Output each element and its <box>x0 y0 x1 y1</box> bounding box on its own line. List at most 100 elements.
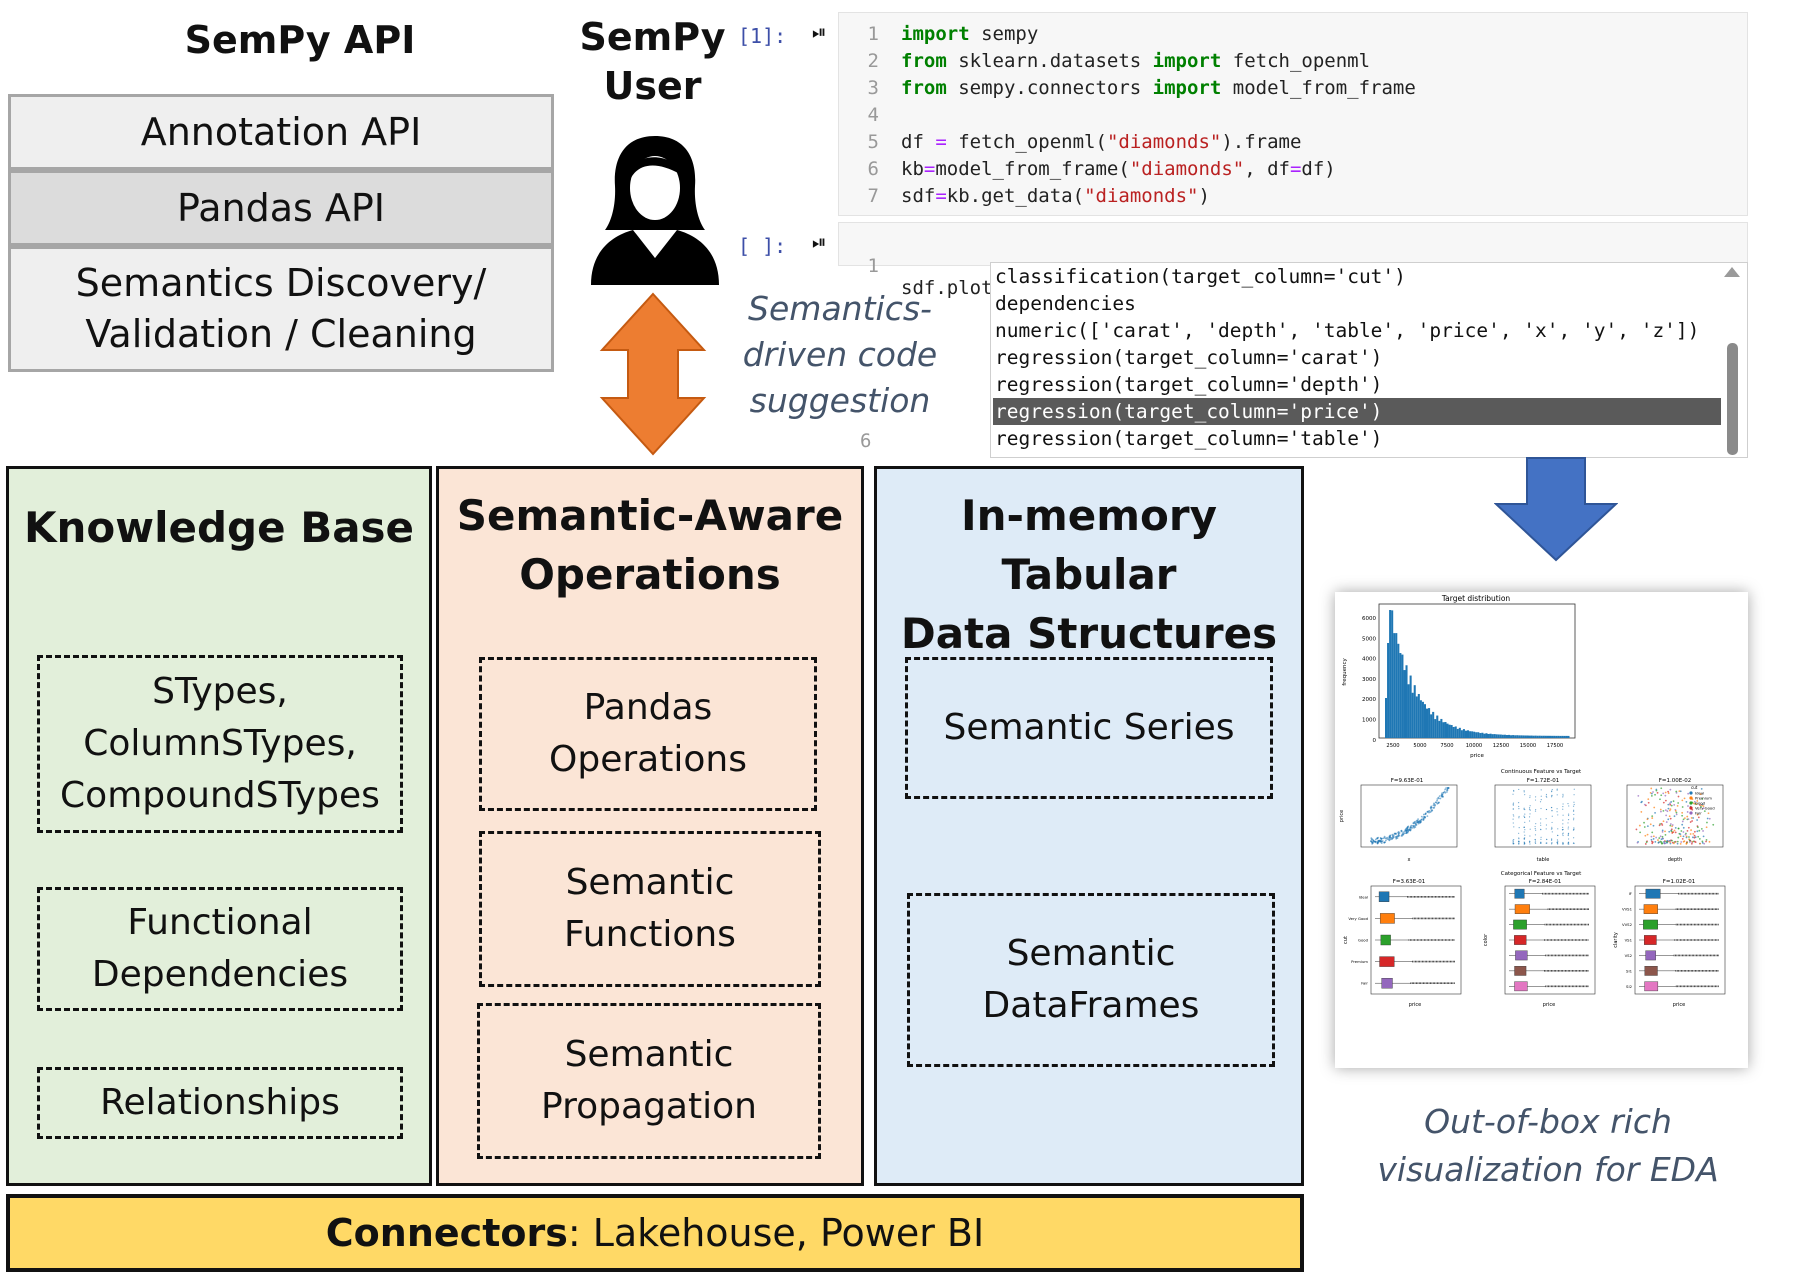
scatter-point <box>1676 840 1679 843</box>
scatter-point <box>1403 830 1406 833</box>
scatter-point <box>1639 831 1642 834</box>
hist-bar <box>1555 735 1558 738</box>
scatter-point <box>1698 829 1701 832</box>
scatter-point <box>1685 842 1688 845</box>
hist-bar <box>1415 696 1418 738</box>
visualization-caption: Out-of-box rich visualization for EDA <box>1318 1098 1778 1194</box>
suggestion-item-selected[interactable]: regression(target_column='price') <box>993 398 1721 425</box>
dropdown-scrollbar[interactable] <box>1727 343 1738 455</box>
scatter-point <box>1551 826 1553 828</box>
scatter-point <box>1546 838 1548 841</box>
hist-bar <box>1530 735 1533 738</box>
suggestion-item[interactable]: regression(target_column='carat') <box>995 346 1383 369</box>
scatter-point <box>1562 832 1564 834</box>
suggestion-item[interactable]: regression(target_column='table') <box>995 427 1383 450</box>
scatter-point <box>1693 834 1696 837</box>
scatter-point <box>1672 800 1675 803</box>
scatter-point <box>1669 839 1672 842</box>
scatter-point <box>1686 815 1689 818</box>
scatter-point <box>1386 836 1389 839</box>
scatter-point <box>1432 807 1435 809</box>
scatter-point <box>1550 839 1553 841</box>
hist-bar <box>1567 735 1570 738</box>
semantic-propagation-box: Semantic Propagation <box>477 1003 821 1159</box>
cell2-code[interactable]: sdf.plot. <box>901 277 1004 299</box>
scatter-point <box>1659 840 1662 843</box>
scatter-point <box>1551 815 1553 817</box>
code-suggestion-caption-line1: Semantics- <box>748 289 932 328</box>
scatter-point <box>1643 803 1646 806</box>
cat-y1: cut <box>1343 936 1349 944</box>
scatter-point <box>1436 798 1439 800</box>
scatter-point <box>1671 841 1674 844</box>
legend-label: Fair <box>1695 811 1702 816</box>
scatter-point <box>1567 826 1570 828</box>
scatter-point <box>1649 823 1652 826</box>
visualization-caption-line1: Out-of-box rich <box>1424 1102 1672 1141</box>
pandas-api-box: Pandas API <box>8 170 554 246</box>
fd-line2: Dependencies <box>91 954 349 995</box>
knowledge-base-title: Knowledge Base <box>23 503 415 552</box>
scatter-point <box>1651 831 1654 834</box>
scatter-point <box>1665 814 1668 817</box>
scatter-point <box>1540 818 1542 820</box>
legend-marker <box>1689 806 1693 810</box>
scatter-point <box>1380 838 1383 840</box>
hist-bar <box>1508 734 1511 738</box>
scatter-point <box>1523 808 1525 810</box>
suggestion-item[interactable]: regression(target_column='depth') <box>995 373 1383 396</box>
code-cell-2[interactable]: 1 sdf.plot. <box>838 222 1748 299</box>
scatter-point <box>1670 830 1673 833</box>
scatter-point <box>1662 801 1665 804</box>
scatter-point <box>1562 841 1564 844</box>
scatter-point <box>1573 794 1575 796</box>
scatter-point <box>1561 829 1564 831</box>
scatter-point <box>1562 796 1564 798</box>
scatter-point <box>1645 841 1648 844</box>
scatter-point <box>1524 813 1526 815</box>
run-cell2-icon[interactable]: ⏯ <box>812 232 827 253</box>
suggestion-item[interactable]: dependencies <box>995 292 1136 315</box>
scatter-point <box>1395 836 1398 838</box>
hist-ylabel: frequency <box>1342 657 1348 685</box>
scatter-point <box>1687 826 1690 829</box>
scatter-point <box>1664 809 1667 812</box>
suggestion-item[interactable]: classification(target_column='cut') <box>995 265 1406 288</box>
legend-marker <box>1689 811 1693 815</box>
scatter-plot-3 <box>1635 787 1715 845</box>
scatter-point <box>1557 840 1559 842</box>
scatter-point <box>1636 841 1639 844</box>
box <box>1379 956 1395 967</box>
scatter-point <box>1535 823 1537 825</box>
scatter-point <box>1556 794 1558 796</box>
scatter-point <box>1551 810 1553 812</box>
scroll-up-arrow-icon[interactable] <box>1724 267 1740 277</box>
code-suggestion-dropdown[interactable]: classification(target_column='cut') depe… <box>990 262 1748 458</box>
scatter-point <box>1557 842 1559 844</box>
hist-bar <box>1448 724 1451 738</box>
hist-bars <box>1385 610 1570 738</box>
scatter-point <box>1670 801 1673 803</box>
hist-bar <box>1387 643 1390 738</box>
scatter-point <box>1573 801 1575 803</box>
scatter-point <box>1681 837 1684 840</box>
scatter-point <box>1518 827 1520 829</box>
run-cell1-icon[interactable]: ⏯ <box>812 22 827 43</box>
suggestion-item[interactable]: numeric(['carat', 'depth', 'table', 'pri… <box>995 319 1700 342</box>
semantic-dataframes-line1: Semantic <box>1006 932 1176 974</box>
cat-xlabel-2: price <box>1543 1002 1555 1008</box>
hist-bar <box>1452 726 1455 738</box>
scatter-point <box>1695 803 1698 806</box>
box <box>1514 981 1528 992</box>
scatter-point <box>1669 817 1672 820</box>
semantic-dataframes-line2: DataFrames <box>982 985 1200 1026</box>
scatter-point <box>1674 831 1677 834</box>
hist-bar <box>1434 719 1437 738</box>
code-suggestion-caption-line2: driven code <box>742 335 938 375</box>
scatter-point <box>1557 834 1559 837</box>
hist-bar <box>1483 733 1486 738</box>
hist-bar <box>1549 735 1552 738</box>
scatter-point <box>1545 828 1547 830</box>
